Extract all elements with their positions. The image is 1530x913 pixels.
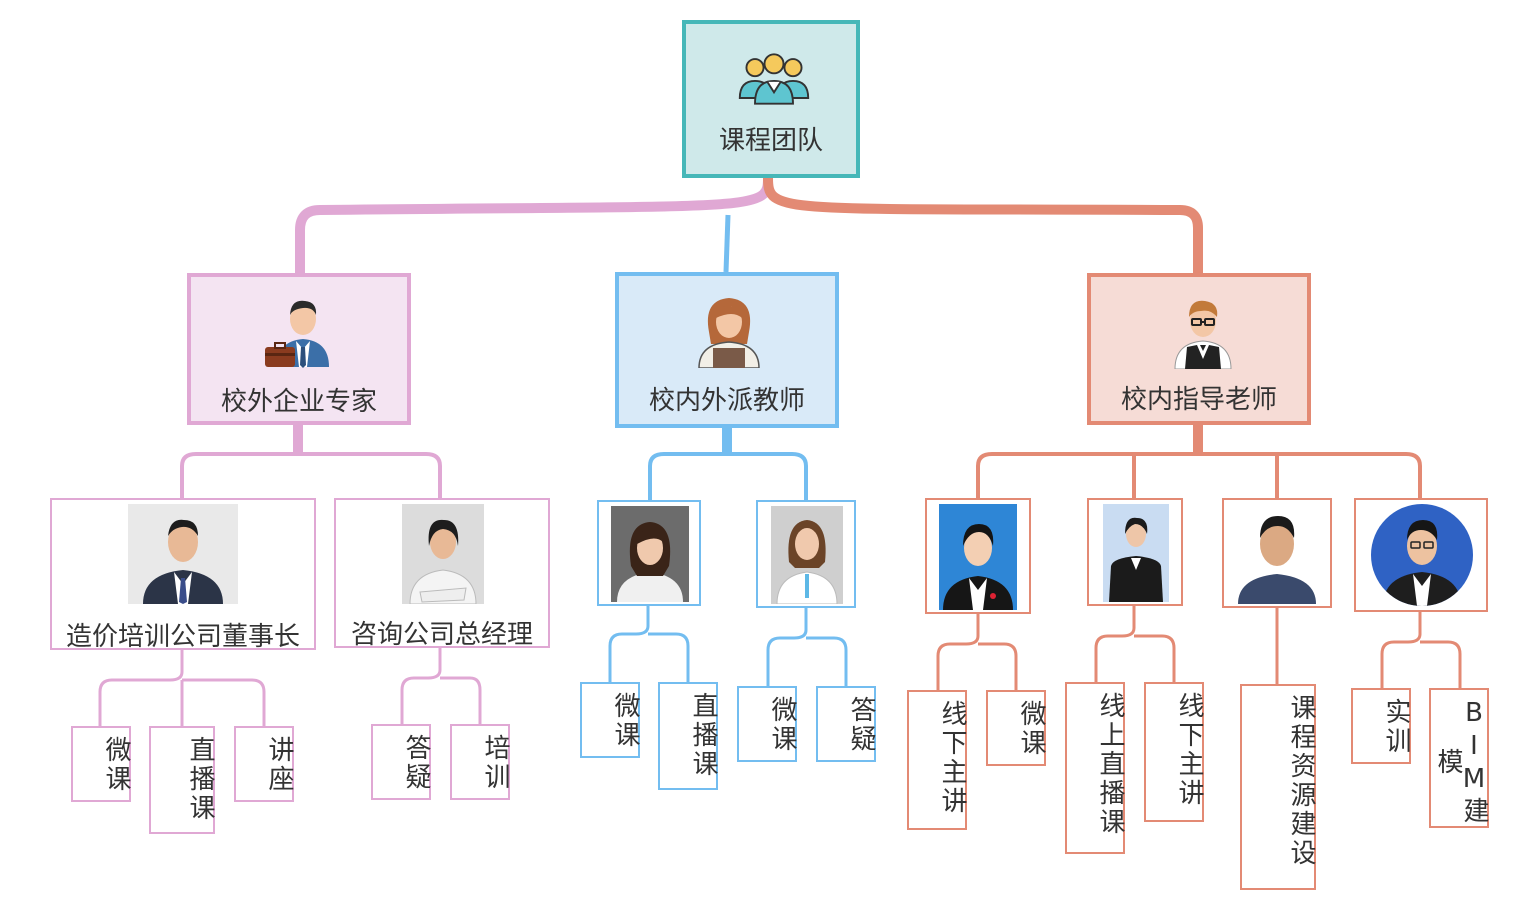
connector-root-left <box>295 177 773 275</box>
female-teacher-icon <box>698 298 760 368</box>
connector-blue-m1 <box>608 606 690 682</box>
leaf-task[interactable]: 直播课 <box>149 726 215 834</box>
connector-blue-split <box>648 452 808 500</box>
leaf-task[interactable]: 线下主讲 <box>907 690 967 830</box>
group-internal-mentors[interactable]: 校内指导老师 <box>1087 273 1311 425</box>
portrait-photo <box>939 504 1017 610</box>
connector-root-right-thin <box>899 207 1181 213</box>
member-card[interactable] <box>1087 498 1183 606</box>
connector-orange-m2 <box>1094 606 1176 682</box>
member-card[interactable] <box>925 498 1031 614</box>
connector-orange-m4 <box>1380 612 1462 688</box>
leaf-task[interactable]: 实训 <box>1351 688 1411 764</box>
portrait-photo <box>402 504 484 604</box>
connector-orange-split <box>976 452 1422 500</box>
team-icon <box>738 53 810 105</box>
leaf-task[interactable]: 培训 <box>450 724 510 800</box>
member-title: 造价培训公司董事长 <box>65 622 300 652</box>
group-dispatched-teachers[interactable]: 校内外派教师 <box>615 272 839 428</box>
connector-root-mid <box>723 214 731 273</box>
group-label: 校外企业专家 <box>220 387 377 417</box>
connector-orange-m1 <box>936 614 1018 690</box>
portrait-photo <box>771 506 843 604</box>
connector-blue-m2 <box>766 608 848 686</box>
leaf-task[interactable]: 答疑 <box>816 686 876 762</box>
member-card[interactable] <box>597 500 701 606</box>
leaf-task[interactable]: 课程资源建设 <box>1240 684 1316 890</box>
connector-pink-m2 <box>400 648 482 724</box>
root-node[interactable]: 课程团队 <box>682 20 860 178</box>
businessman-with-briefcase-icon <box>265 300 329 368</box>
leaf-task[interactable]: 讲座 <box>234 726 294 802</box>
leaf-task[interactable]: 微课 <box>986 690 1046 766</box>
leaf-task[interactable]: 微课 <box>737 686 797 762</box>
leaf-task[interactable]: 微课 <box>580 682 640 758</box>
portrait-photo <box>1232 504 1322 604</box>
root-label: 课程团队 <box>718 126 823 156</box>
leaf-task[interactable]: 线下主讲 <box>1144 682 1204 822</box>
connector-root-right <box>763 177 1203 275</box>
leaf-task[interactable]: 答疑 <box>371 724 431 800</box>
connector-root-left-thin <box>319 206 601 213</box>
member-title: 咨询公司总经理 <box>350 620 533 650</box>
portrait-photo <box>128 504 238 604</box>
teacher-with-glasses-icon <box>1174 300 1232 369</box>
portrait-photo <box>611 506 689 602</box>
connector-pink-m1 <box>98 650 266 726</box>
group-label: 校内指导老师 <box>1120 385 1277 415</box>
leaf-task[interactable]: 线上直播课 <box>1065 682 1125 854</box>
member-card[interactable]: 咨询公司总经理 <box>334 498 550 650</box>
member-card[interactable] <box>1354 498 1488 612</box>
connector-pink-split <box>180 452 442 498</box>
group-label: 校内外派教师 <box>648 386 805 416</box>
leaf-task[interactable]: 微课 <box>71 726 131 802</box>
group-external-experts[interactable]: 校外企业专家 <box>187 273 411 425</box>
member-card[interactable]: 造价培训公司董事长 <box>50 498 316 652</box>
member-card[interactable] <box>756 500 856 608</box>
leaf-task[interactable]: 直播课 <box>658 682 718 790</box>
leaf-task[interactable]: BIM建模 <box>1429 688 1489 828</box>
portrait-photo <box>1371 504 1473 606</box>
portrait-photo <box>1103 504 1169 602</box>
member-card[interactable] <box>1222 498 1332 608</box>
